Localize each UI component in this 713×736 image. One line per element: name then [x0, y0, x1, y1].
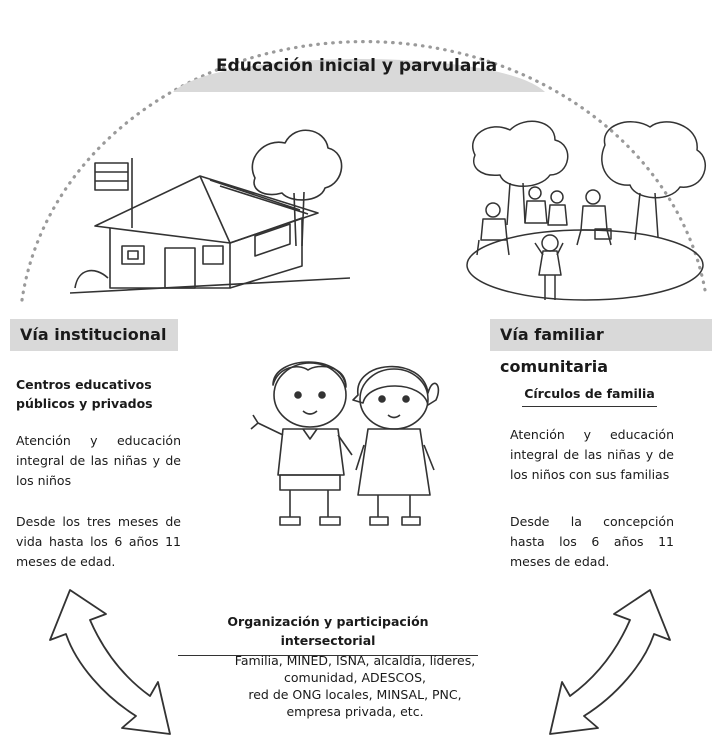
left-pathway-label: Vía institucional	[10, 319, 178, 351]
children-illustration	[250, 361, 440, 526]
right-paragraph-1: Atención y educación integral de las niñ…	[510, 427, 674, 482]
curved-arrow-right	[549, 589, 671, 735]
right-heading: Círculos de familia	[522, 384, 657, 407]
title-banner	[173, 59, 545, 92]
bottom-heading: Organización y participación intersector…	[178, 612, 478, 656]
bottom-line-3: red de ONG locales, MINSAL, PNC,	[248, 687, 462, 702]
bottom-line-2: comunidad, ADESCOS,	[284, 670, 426, 685]
curved-arrow-left	[49, 589, 171, 735]
right-paragraph-2: Desde la concepción hasta los 6 años 11 …	[510, 514, 674, 569]
right-pathway-label: Vía familiar comunitaria	[490, 319, 712, 376]
house-with-flag-illustration	[70, 129, 350, 294]
page-title: Educación inicial y parvularia	[215, 56, 498, 76]
left-heading: Centros educativos públicos y privados	[16, 377, 153, 411]
bottom-line-1: Familia, MINED, ISNA, alcaldía, líderes,	[234, 653, 476, 668]
left-paragraph-1: Atención y educación integral de las niñ…	[16, 433, 181, 488]
left-paragraph-2: Desde los tres meses de vida hasta los 6…	[16, 514, 181, 569]
bottom-line-4: empresa privada, etc.	[286, 704, 424, 719]
family-circle-illustration	[466, 120, 707, 301]
